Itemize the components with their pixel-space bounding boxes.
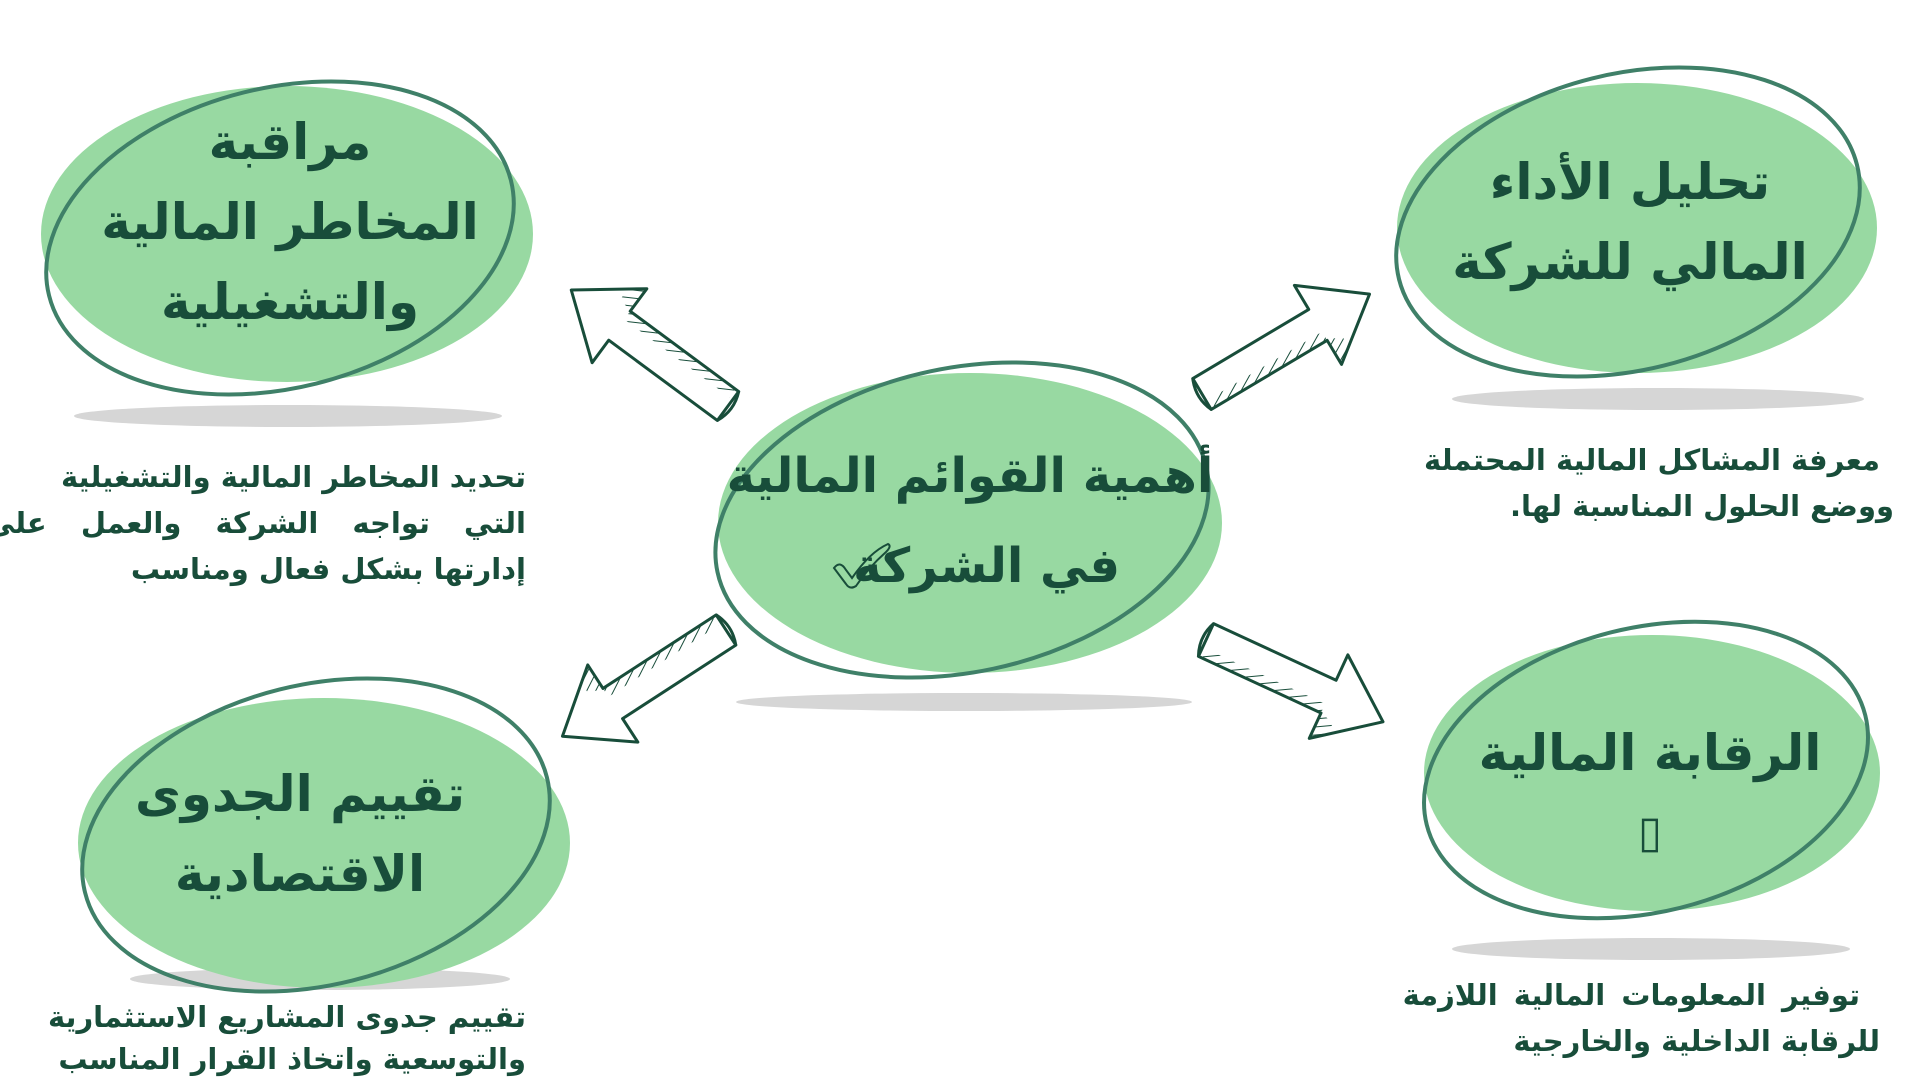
center-title-line-1: أهمية القوائم المالية: [726, 448, 1214, 504]
description-line: ووضع الحلول المناسبة لها.: [1510, 489, 1894, 523]
node-description-risk-monitoring: تحديد المخاطر المالية والتشغيلية التي تو…: [0, 454, 526, 592]
title-line: المخاطر المالية: [101, 193, 479, 251]
check-mark-icon: [832, 542, 891, 589]
node-description-feasibility: تقييم جدوى المشاريع الاستثمارية والتوسعي…: [48, 996, 526, 1080]
title-line: الرقابة المالية: [1478, 724, 1822, 782]
arrow-top-right: [1173, 253, 1395, 438]
arrow-bottom-right: [1181, 595, 1404, 766]
description-line: والتوسعية واتخاذ القرار المناسب: [58, 1042, 526, 1076]
outline-bottom-right: [1422, 619, 1870, 921]
node-title-feasibility: تقييم الجدوى الاقتصادية: [70, 754, 530, 914]
outline-top-right: [1394, 65, 1862, 379]
node-title-risk-monitoring: مراقبة المخاطر المالية والتشغيلية: [60, 102, 520, 342]
title-line: الاقتصادية: [174, 845, 426, 903]
blob-bottom-right: [1424, 635, 1880, 911]
missing-glyph-icon: ▯: [1637, 807, 1663, 858]
description-line: التي تواجه الشركة والعمل على: [0, 506, 526, 540]
description-line: للرقابة الداخلية والخارجية: [1513, 1024, 1880, 1058]
blob-center: [718, 373, 1222, 673]
title-line: تقييم الجدوى: [135, 765, 465, 823]
outline-top-left: [44, 79, 516, 397]
description-line: تحديد المخاطر المالية والتشغيلية: [60, 460, 526, 494]
description-line: معرفة المشاكل المالية المحتملة: [1424, 443, 1880, 477]
node-description-performance-analysis: معرفة المشاكل المالية المحتملة ووضع الحل…: [1424, 437, 1894, 529]
description-line: إدارتها بشكل فعال ومناسب: [130, 552, 526, 586]
outline-center: [713, 360, 1211, 680]
blob-top-left: [41, 86, 533, 382]
title-line: والتشغيلية: [160, 273, 420, 331]
title-line: تحليل الأداء: [1489, 153, 1771, 211]
node-title-performance-analysis: تحليل الأداء المالي للشركة: [1400, 142, 1860, 302]
title-line: المالي للشركة: [1452, 233, 1808, 291]
center-title-line-2: في الشركة: [853, 538, 1120, 594]
blob-top-right: [1397, 83, 1877, 373]
arrow-bottom-left: [535, 587, 756, 777]
shadow-top-left: [74, 405, 502, 427]
description-line: تقييم جدوى المشاريع الاستثمارية: [47, 1000, 526, 1034]
arrow-top-left: [542, 251, 761, 447]
description-line: توفير المعلومات المالية اللازمة: [1402, 978, 1860, 1012]
node-description-financial-control: توفير المعلومات المالية اللازمة للرقابة …: [1403, 972, 1880, 1064]
node-title-financial-control: الرقابة المالية ▯: [1420, 713, 1880, 873]
shadow-top-right: [1452, 388, 1864, 410]
blob-bottom-left: [78, 698, 570, 988]
shadow-center: [736, 693, 1192, 711]
shadow-bottom-right: [1452, 938, 1850, 960]
outline-bottom-left: [80, 676, 552, 994]
title-line: مراقبة: [208, 113, 372, 171]
